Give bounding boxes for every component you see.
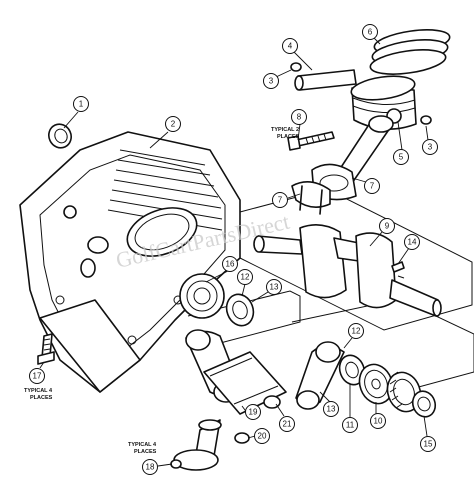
note-typical-4-shaft-line2: PLACES — [134, 449, 157, 455]
svg-text:7: 7 — [278, 196, 283, 205]
callout-13: 13 — [323, 401, 339, 417]
svg-text:6: 6 — [368, 28, 373, 37]
svg-text:17: 17 — [33, 372, 42, 381]
callout-10: 10 — [370, 413, 386, 429]
callout-19: 19 — [245, 404, 261, 420]
callout-4: 4 — [282, 38, 298, 54]
callout-3: 3 — [422, 139, 438, 155]
bearing-15 — [411, 390, 437, 418]
note-typical-4-shaft-line1: TYPICAL 4 — [128, 442, 157, 448]
callout-6: 6 — [362, 24, 378, 40]
balancer-rod-right — [295, 341, 345, 410]
svg-text:8: 8 — [297, 113, 302, 122]
callout-21: 21 — [279, 416, 295, 432]
svg-text:14: 14 — [408, 238, 417, 247]
svg-text:10: 10 — [374, 417, 383, 426]
callout-5: 5 — [393, 149, 409, 165]
crankshaft — [253, 224, 442, 317]
note-typical-2-line1: TYPICAL 2 — [271, 127, 299, 133]
callout-7: 7 — [272, 192, 288, 208]
balancer-19 — [203, 351, 287, 415]
svg-text:15: 15 — [424, 440, 433, 449]
callout-18: 18 — [142, 459, 158, 475]
svg-text:19: 19 — [249, 408, 258, 417]
connecting-rod-upper — [291, 115, 394, 215]
svg-text:2: 2 — [171, 120, 176, 129]
leader-lines — [39, 37, 429, 467]
callout-2: 2 — [165, 116, 181, 132]
callout-9: 9 — [379, 218, 395, 234]
callout-12: 12 — [348, 323, 364, 339]
thrust-washer-12-lower — [338, 354, 366, 386]
svg-text:12: 12 — [241, 273, 250, 282]
note-typical-4-bolts-line1: TYPICAL 4 — [24, 388, 53, 394]
svg-text:4: 4 — [288, 42, 293, 51]
wrist-pin-and-clips — [290, 62, 432, 125]
svg-text:5: 5 — [399, 153, 404, 162]
washer-20 — [234, 432, 250, 444]
balancer-shaft-18 — [170, 419, 222, 471]
svg-text:18: 18 — [146, 463, 155, 472]
piston-rings — [369, 29, 451, 75]
callout-1: 1 — [73, 96, 89, 112]
callout-14: 14 — [404, 234, 420, 250]
note-typical-4-bolts-line2: PLACES — [30, 395, 53, 401]
callout-7: 7 — [364, 178, 380, 194]
crankcase — [19, 131, 241, 393]
svg-text:13: 13 — [327, 405, 336, 414]
svg-text:16: 16 — [226, 260, 235, 269]
svg-text:11: 11 — [346, 421, 355, 430]
cap-screw — [287, 131, 335, 151]
oil-seal — [48, 123, 72, 149]
svg-text:13: 13 — [270, 283, 279, 292]
callout-3: 3 — [263, 73, 279, 89]
svg-text:7: 7 — [370, 182, 375, 191]
callout-12: 12 — [237, 269, 253, 285]
bearing-16 — [179, 273, 225, 319]
svg-text:3: 3 — [428, 143, 433, 152]
callout-11: 11 — [342, 417, 358, 433]
svg-text:20: 20 — [258, 432, 267, 441]
callout-17: 17 — [29, 368, 45, 384]
callout-20: 20 — [254, 428, 270, 444]
thrust-washer-12-upper — [225, 293, 255, 327]
callout-8: 8 — [291, 109, 307, 125]
callout-15: 15 — [420, 436, 436, 452]
svg-text:9: 9 — [385, 222, 390, 231]
svg-text:3: 3 — [269, 77, 274, 86]
svg-text:21: 21 — [283, 420, 292, 429]
piston — [350, 75, 417, 130]
callout-16: 16 — [222, 256, 238, 272]
svg-text:1: 1 — [79, 100, 84, 109]
note-typical-2-line2: PLACES — [277, 134, 300, 140]
bolt-17 — [37, 333, 55, 365]
svg-text:12: 12 — [352, 327, 361, 336]
callout-13: 13 — [266, 279, 282, 295]
